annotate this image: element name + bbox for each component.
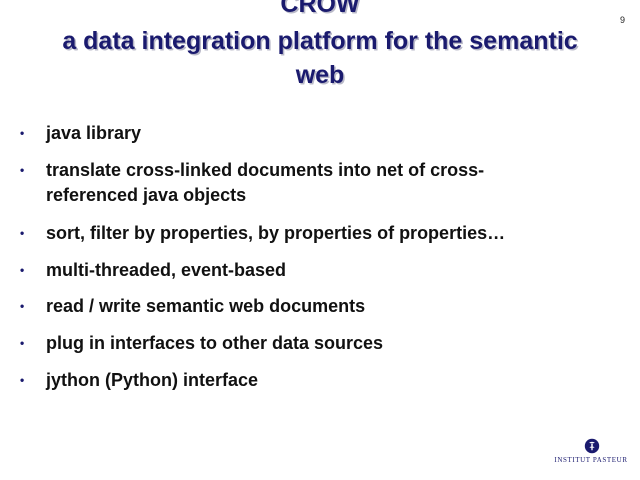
slide-title-line-1: CROW: [280, 0, 360, 18]
bullet-icon: •: [20, 263, 25, 277]
slide-title-line-3: web: [295, 61, 345, 89]
bullet-text: plug in interfaces to other data sources: [46, 333, 384, 353]
bullet-icon: •: [20, 373, 25, 387]
page-number: 9: [619, 15, 625, 25]
bullet-text: referenced java objects: [46, 185, 247, 205]
bullet-icon: •: [20, 299, 25, 313]
institut-pasteur-logo: INSTITUT PASTEUR: [548, 438, 634, 468]
bullet-text: multi-threaded, event-based: [46, 260, 287, 280]
institut-pasteur-logo-icon: [584, 438, 600, 454]
bullet-text: translate cross-linked documents into ne…: [46, 160, 485, 180]
bullet-icon: •: [20, 336, 25, 350]
bullet-icon: •: [20, 126, 25, 140]
bullet-text: jython (Python) interface: [46, 370, 259, 390]
slide-title-line-2: a data integration platform for the sema…: [62, 27, 578, 55]
bullet-icon: •: [20, 226, 25, 240]
institut-pasteur-logo-text: INSTITUT PASTEUR: [554, 456, 628, 464]
bullet-icon: •: [20, 163, 25, 177]
bullet-text: sort, filter by properties, by propertie…: [46, 223, 506, 243]
bullet-text: java library: [46, 123, 142, 143]
bullet-text: read / write semantic web documents: [46, 296, 366, 316]
